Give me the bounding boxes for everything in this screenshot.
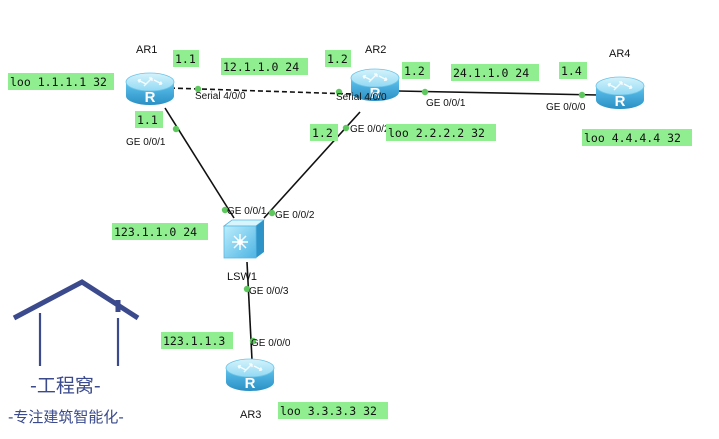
ip-label-ar2-loopback: loo 2.2.2.2 32 [386, 124, 496, 141]
port-dot-ar1-serial [194, 85, 202, 93]
port-label-ar3-ge: GE 0/0/0 [251, 338, 291, 349]
ip-label-ar2-ge002: 1.2 [310, 124, 338, 141]
ip-label-ar4: 1.4 [559, 62, 587, 79]
port-dot-ar3-ge [249, 337, 257, 345]
svg-text:1.2: 1.2 [327, 52, 348, 66]
logo-subtitle: -专注建筑智能化- [8, 408, 124, 426]
port-dot-ar2-ge001 [421, 88, 429, 96]
port-label-ar1-serial: Serial 4/0/0 [195, 91, 246, 102]
port-dot-lsw-ge2 [268, 209, 276, 217]
ip-label-net-12: 12.1.1.0 24 [221, 58, 308, 75]
port-label-ar2-ge001: GE 0/0/1 [426, 98, 466, 109]
svg-text:1.2: 1.2 [404, 64, 425, 78]
svg-text:1.2: 1.2 [312, 126, 333, 140]
svg-text:1.1: 1.1 [137, 113, 158, 127]
ar3-name: AR3 [240, 409, 261, 421]
svg-text:R: R [145, 89, 156, 106]
router-ar1[interactable]: R [125, 72, 175, 106]
svg-text:123.1.1.3: 123.1.1.3 [163, 334, 225, 348]
ar1-name: AR1 [136, 44, 157, 56]
port-dot-lsw-ge1 [221, 206, 229, 214]
router-ar4[interactable]: R [595, 76, 645, 110]
svg-text:R: R [370, 85, 381, 102]
port-label-ar2-serial: Serial 4/0/0 [336, 92, 387, 103]
svg-text:24.1.1.0 24: 24.1.1.0 24 [453, 66, 529, 80]
port-label-ar2-ge002: GE 0/0/2 [350, 124, 390, 135]
svg-text:12.1.1.0 24: 12.1.1.0 24 [223, 60, 299, 74]
ar2-name: AR2 [365, 44, 386, 56]
svg-text:loo 1.1.1.1 32: loo 1.1.1.1 32 [10, 75, 107, 89]
ip-label-net-24: 24.1.1.0 24 [451, 64, 539, 81]
port-dot-lsw-ge3 [243, 285, 251, 293]
router-ar3[interactable]: R [225, 358, 275, 392]
logo-house-icon [12, 279, 140, 366]
lsw1-name: LSW1 [227, 271, 257, 283]
link-lsw1-ar3 [246, 261, 253, 361]
ar4-name: AR4 [609, 48, 630, 60]
link-ar1-ar2-serial [169, 87, 353, 95]
svg-text:loo 3.3.3.3 32: loo 3.3.3.3 32 [280, 404, 377, 418]
svg-text:R: R [245, 375, 256, 392]
port-label-lsw-ge3: GE 0/0/3 [249, 286, 289, 297]
link-ar2-ar4 [397, 90, 599, 96]
svg-text:R: R [615, 93, 626, 110]
port-dot-ar2-ge002 [342, 124, 350, 132]
ip-label-ar4-loopback: loo 4.4.4.4 32 [582, 129, 692, 146]
port-dot-ar4-ge [578, 91, 586, 99]
logo-title: -工程窝- [30, 375, 101, 397]
svg-text:loo 2.2.2.2 32: loo 2.2.2.2 32 [388, 126, 485, 140]
ip-label-net-123: 123.1.1.0 24 [112, 223, 208, 240]
ip-label-ar2-serial: 1.2 [325, 50, 351, 67]
svg-text:1.1: 1.1 [175, 52, 196, 66]
link-ar1-lsw1 [164, 107, 235, 219]
svg-text:1.4: 1.4 [561, 64, 582, 78]
port-dot-ar2-serial [335, 88, 343, 96]
ip-label-ar3-loopback: loo 3.3.3.3 32 [278, 402, 388, 419]
svg-text:123.1.1.0 24: 123.1.1.0 24 [114, 225, 197, 239]
ip-label-ar3: 123.1.1.3 [161, 332, 233, 349]
ip-label-ar1-ge: 1.1 [135, 111, 163, 128]
switch-lsw1[interactable] [222, 219, 266, 259]
port-label-ar1-ge: GE 0/0/1 [126, 137, 166, 148]
ip-label-ar1-serial: 1.1 [173, 50, 199, 67]
port-label-lsw-ge2: GE 0/0/2 [275, 210, 315, 221]
ip-label-ar2-ge001: 1.2 [402, 62, 430, 79]
port-label-lsw-ge1: GE 0/0/1 [227, 206, 267, 217]
router-ar2[interactable]: R [350, 68, 400, 102]
port-label-ar4-ge: GE 0/0/0 [546, 102, 586, 113]
svg-text:loo 4.4.4.4 32: loo 4.4.4.4 32 [584, 131, 681, 145]
port-dot-ar1-ge [172, 125, 180, 133]
ip-label-ar1-loopback: loo 1.1.1.1 32 [8, 73, 114, 90]
